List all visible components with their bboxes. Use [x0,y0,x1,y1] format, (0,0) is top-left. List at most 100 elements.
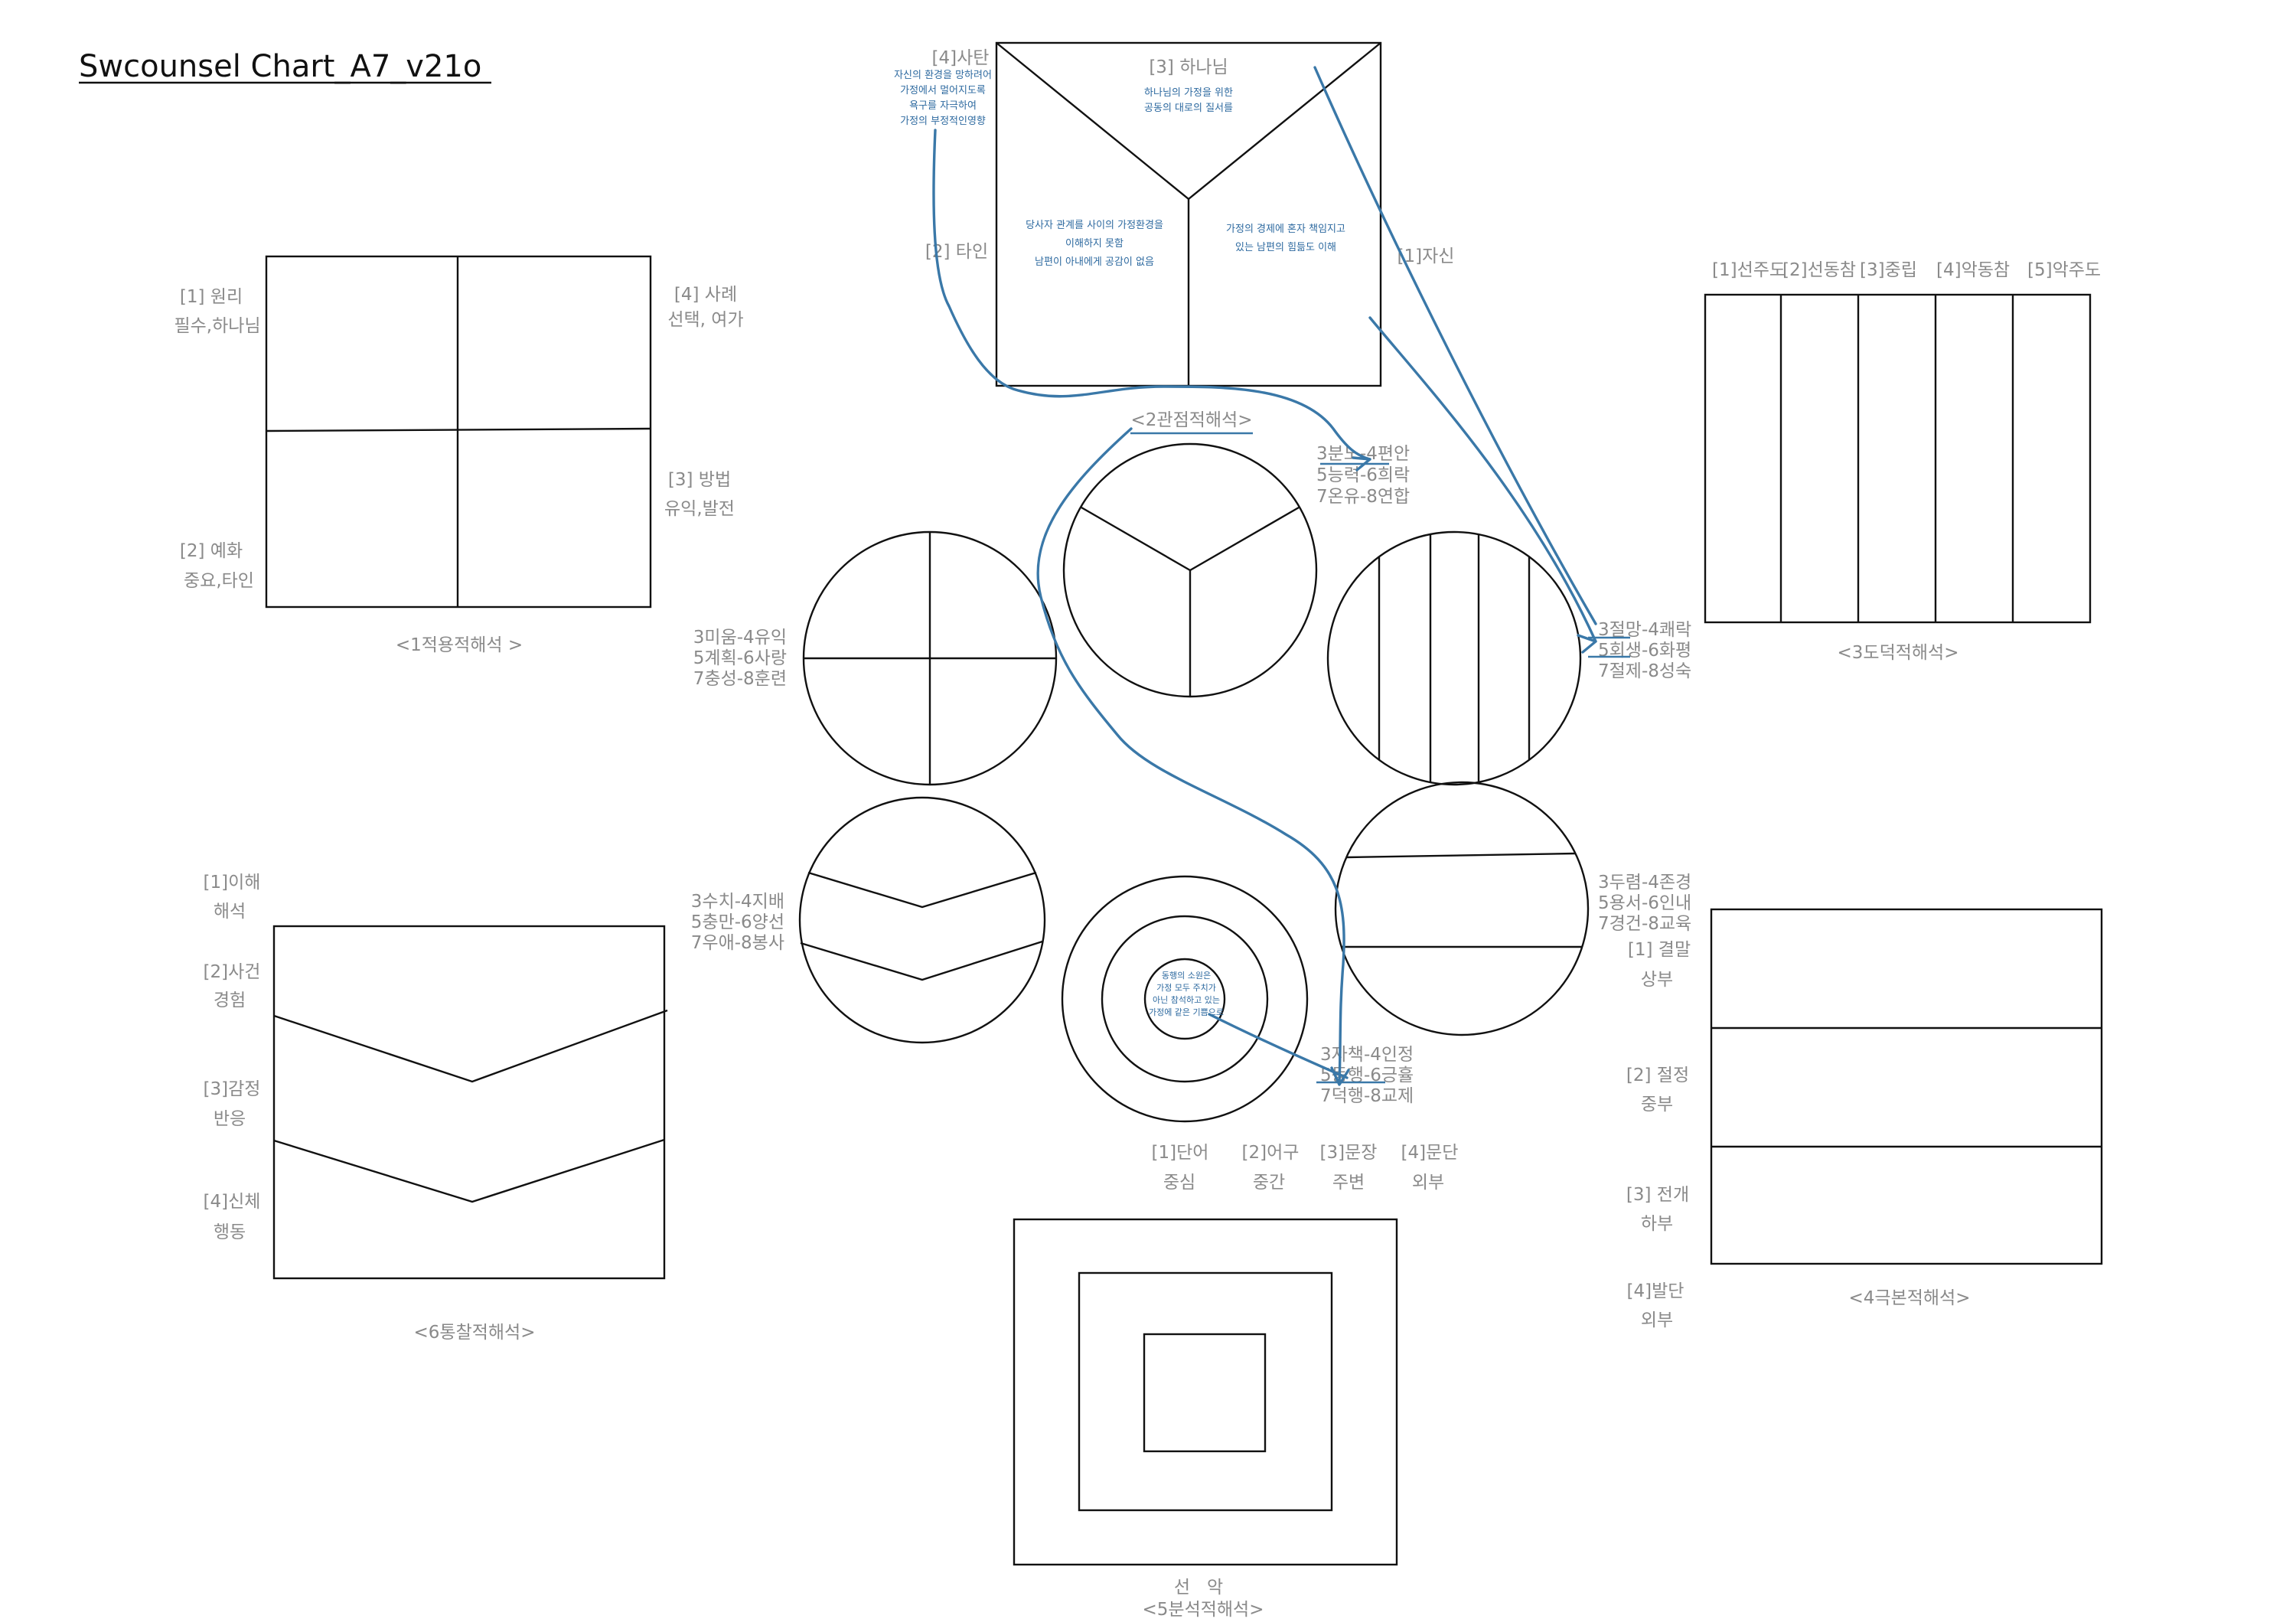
q2-note-god-1: 하나님의 가정을 위한 [1144,87,1233,99]
q2-note-satan-1: 자신의 환경을 망하려어 [894,70,992,81]
q4-row-4-sub: 외부 [1641,1310,1673,1330]
q2-caption: <2관점적해석> [1131,410,1253,430]
circle-5-script [1334,781,1590,1036]
q3-caption: <3도덕적해석> [1838,643,1959,663]
circle-4-text-3: 7우애-8봉사 [691,933,784,953]
q4-script-rows: [1] 결말 상부 [2] 절정 중부 [3] 전개 하부 [4]발단 외부 <… [1626,908,2103,1330]
q2-note-satan-3: 욕구를 자극하여 [909,100,977,112]
connector-arrows [932,66,1630,1086]
q3-box [1704,293,2092,624]
circle-1-text-1: 3분노-4편안 [1316,444,1410,464]
arrow-head-circle3 [1577,634,1597,654]
q5-header-1-sub: 중심 [1163,1173,1195,1193]
circle-1-split-right [1189,506,1300,572]
q1-label-method-sub: 유익,발전 [664,499,735,519]
q5-inner-square [1143,1333,1267,1453]
q2-y-left [996,42,1189,200]
q2-note-satan-2: 가정에서 멀어지도록 [900,85,986,96]
q5-header-1: [1]단어 [1152,1143,1209,1163]
q1-label-principle-sub: 필수,하나님 [174,316,260,336]
circle-5-text-1: 3두렴-4존경 [1598,873,1691,893]
circle-2-text-3: 7충성-8훈련 [693,669,787,689]
circle-1-split-left [1081,506,1191,572]
q6-caption: <6통찰적해석> [414,1323,536,1343]
q5-header-2-sub: 중간 [1253,1173,1285,1193]
circle-2-text-2: 5계획-6사랑 [693,648,787,668]
page-title: Swcounsel Chart_A7_v21o [79,49,481,84]
q4-row-3-label: [3] 전개 [1626,1185,1689,1205]
q2-label-god: [3] 하나님 [1149,57,1228,77]
q1-label-method: [3] 방법 [668,470,731,490]
center-circles: 3분노-4편안 5능력-6희락 7온유-8연합 3미움-4유익 5계획-6사랑 … [691,442,1691,1123]
circle-4-insight [798,796,1046,1044]
q5-header-2: [2]어구 [1242,1143,1300,1163]
circle-6-note-1: 동행의 소원은 [1162,971,1211,981]
circle-3-text-1: 3절망-4쾌락 [1598,620,1691,640]
q4-box [1710,908,2103,1265]
q1-label-case: [4] 사례 [674,285,737,305]
circle-4-chevron-upper [807,871,1037,909]
q5-analysis-squares: [1]단어 중심 [2]어구 중간 [3]문장 주변 [4]문단 외부 선 악 … [1013,1143,1459,1620]
circle-5-band-upper [1346,852,1576,859]
q1-caption: <1적용적해석 > [396,635,523,655]
circle-1-text-3: 7온유-8연합 [1316,487,1410,507]
q4-row-1-label: [1] 결말 [1628,940,1691,960]
q3-col-5-label: [5]악주도 [2027,260,2101,280]
q1-label-illustration-sub: 중요,타인 [184,571,254,591]
circle-3-text-3: 7절제-8성숙 [1598,661,1691,681]
q3-col-3-label: [3]중립 [1860,260,1917,280]
q6-row-4-label: [4]신체 [204,1192,261,1212]
q5-header-4: [4]문단 [1401,1143,1459,1163]
q3-moral-columns: [1]선주도 [2]선동참 [3]중립 [4]악동참 [5]악주도 <3도덕적해… [1704,260,2101,663]
q6-row-1-sub: 해석 [214,902,246,922]
q6-row-3-label: [3]감정 [204,1079,261,1099]
arrow-self-to-circle3 [1368,316,1597,643]
q1-divider-h [266,427,651,432]
circle-6-middle-ring [1101,915,1269,1083]
q2-note-god-2: 공동의 대로의 질서를 [1144,103,1233,114]
q1-label-illustration: [2] 예화 [180,541,243,561]
q2-note-satan-4: 가정의 부정적인영향 [900,116,986,127]
arrow-caption-to-circle6 [1036,427,1345,1085]
q5-caption: <5분석적해석> [1143,1600,1264,1620]
q5-outer-square [1013,1218,1398,1566]
q3-col-4-label: [4]악동참 [1936,260,2010,280]
circle-6-text-3: 7덕행-8교제 [1320,1086,1414,1106]
q1-label-principle: [1] 원리 [180,287,243,307]
q4-row-2-label: [2] 절정 [1626,1066,1689,1085]
arrow-center-to-text [1208,1013,1349,1079]
q6-row-4-sub: 행동 [214,1222,246,1242]
q2-note-others-3: 남편이 아내에게 공감이 없음 [1035,256,1154,268]
circle-6-text-1: 3자책-4인정 [1320,1045,1414,1065]
arrow-satan-to-circle1 [932,129,1371,461]
q4-caption: <4극본적해석> [1849,1288,1971,1308]
circle-5-text-3: 7경건-8교육 [1598,914,1691,934]
q2-label-satan: [4]사탄 [932,48,990,68]
q6-row-1-label: [1]이해 [204,873,261,893]
arrow-head-circle1 [1352,456,1371,472]
q4-row-2-sub: 중부 [1641,1095,1673,1115]
circle-2-text-1: 3미움-4유익 [693,628,787,648]
q3-col-2-label: [2]선동참 [1782,260,1856,280]
circle-4-chevron-lower [800,940,1043,981]
q6-chevron-lower [273,1138,665,1203]
arrow-god-to-circle3 [1313,66,1597,625]
circle-1-text-2: 5능력-6희락 [1316,465,1410,485]
q5-bottom-label: 선 악 [1174,1578,1223,1598]
circle-3-moral [1326,530,1582,786]
q4-row-1-sub: 상부 [1641,970,1673,990]
circle-6-note-3: 아닌 참석하고 있는 [1153,994,1220,1005]
q6-box [272,925,666,1280]
circle-5-text-2: 5용서-6인내 [1598,893,1691,913]
q1-label-case-sub: 선택, 여가 [667,310,743,330]
circle-6-analysis [1061,875,1309,1123]
q4-row-4-label: [4]발단 [1627,1281,1684,1301]
q6-row-3-sub: 반응 [214,1109,246,1129]
q5-middle-square [1078,1271,1333,1512]
q1-application-grid: [1] 원리 필수,하나님 [4] 사례 선택, 여가 [2] 예화 중요,타인… [174,255,744,655]
q2-note-self-2: 있는 남편의 힘듦도 이해 [1235,242,1336,253]
circle-4-text-1: 3수치-4지배 [691,892,784,912]
q2-note-self-1: 가정의 경제에 혼자 책임지고 [1226,224,1345,235]
q3-col-1-label: [1]선주도 [1712,260,1786,280]
